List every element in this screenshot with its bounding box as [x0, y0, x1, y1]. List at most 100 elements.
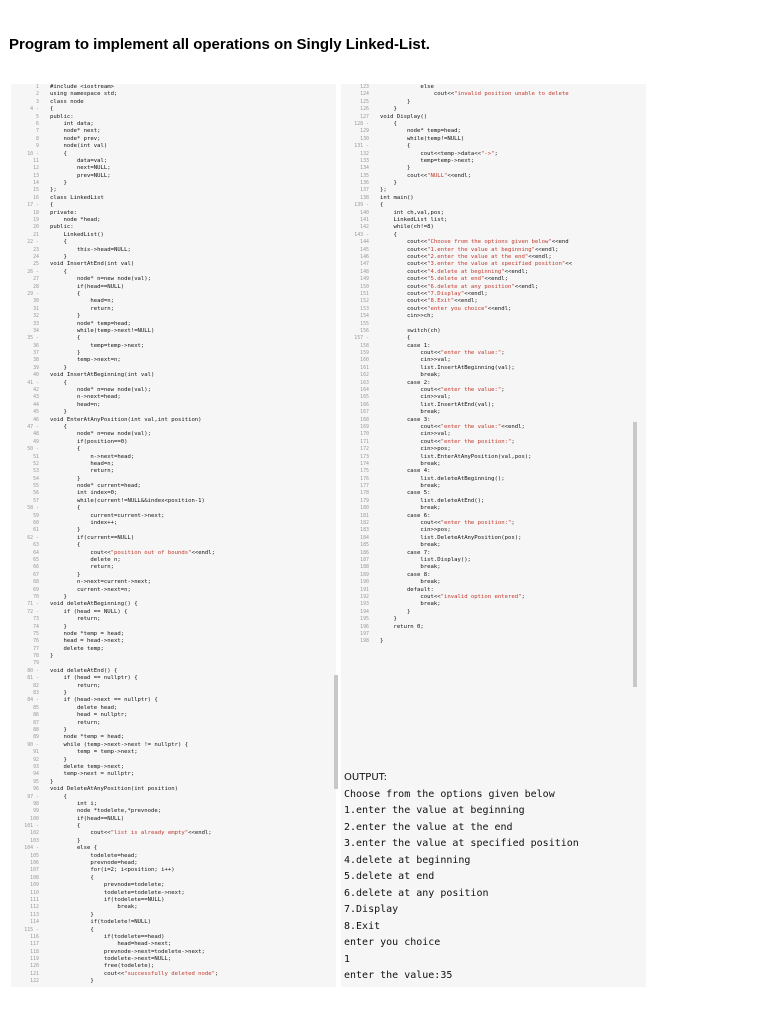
code-line: 158 case 1:: [341, 343, 646, 350]
code-text: }: [50, 653, 54, 660]
code-line: 74 }: [11, 624, 336, 631]
line-number: 148: [360, 268, 369, 275]
line-number: 155: [360, 320, 369, 327]
code-text: cout<<"NULL"<<endl;: [380, 172, 471, 179]
code-text: {: [50, 542, 81, 549]
code-text: {: [50, 379, 67, 386]
code-text: {: [380, 335, 411, 342]
code-line: 70 }: [11, 594, 336, 601]
line-number: 111: [30, 896, 39, 903]
code-text: cout<<"enter the value:";: [380, 350, 505, 357]
code-text: cout<<"7.Display"<<endl;: [380, 290, 488, 297]
code-text: {: [50, 823, 81, 830]
code-line: 150 cout<<"6.delete at any position"<<en…: [341, 284, 646, 291]
code-line: 93 delete temp->next;: [11, 764, 336, 771]
code-text: }: [50, 409, 67, 416]
code-line: 140 int ch,val,pos;: [341, 210, 646, 217]
output-line: 7.Display: [344, 904, 399, 915]
code-line: 87 return;: [11, 720, 336, 727]
code-text: temp=temp->next;: [50, 342, 145, 349]
code-line: 184 list.DeleteAtAnyPosition(pos);: [341, 535, 646, 542]
line-number: 18: [33, 209, 39, 216]
line-number: 160: [360, 357, 369, 364]
code-text: }: [50, 571, 81, 578]
code-line: 163 case 2:: [341, 380, 646, 387]
code-text: {: [50, 268, 67, 275]
code-line: 106 prevnode=head;: [11, 860, 336, 867]
code-text: if(todelete!=NULL): [50, 919, 152, 926]
output-line: enter the value:35: [344, 970, 453, 981]
code-line: 59 current=current->next;: [11, 513, 336, 520]
line-number: 103: [30, 837, 39, 844]
line-number: 61: [33, 527, 39, 534]
code-line: 9 node(int val): [11, 143, 336, 150]
code-text: head = nullptr;: [50, 712, 128, 719]
code-text: case 6:: [380, 512, 431, 519]
code-text: cout<<"enter the value:"<<endl;: [380, 423, 525, 430]
code-text: node *temp = head;: [50, 630, 125, 637]
code-text: #include <iostream>: [50, 84, 114, 90]
line-number: 119: [30, 956, 39, 963]
code-text: {: [50, 202, 54, 209]
code-line: 118 prevnode->next=todelete->next;: [11, 949, 336, 956]
line-number: 124: [360, 91, 369, 98]
code-line: 39 }: [11, 365, 336, 372]
code-text: delete head;: [50, 704, 118, 711]
line-number: 142: [360, 224, 369, 231]
line-number: 8: [36, 135, 39, 142]
code-line: 31 return;: [11, 306, 336, 313]
line-number: 157 -: [354, 335, 369, 342]
line-number: 25: [33, 261, 39, 268]
code-text: [380, 321, 646, 328]
code-line: 52 head=n;: [11, 461, 336, 468]
line-number: 55: [33, 483, 39, 490]
code-line: 15};: [11, 187, 336, 194]
code-text: if(head==NULL): [50, 283, 125, 290]
code-line: 147 cout<<"3.enter the value at specifie…: [341, 261, 646, 268]
line-number: 116: [30, 933, 39, 940]
line-number: 170: [360, 431, 369, 438]
line-number: 161: [360, 364, 369, 371]
line-number: 149: [360, 276, 369, 283]
line-number: 113: [30, 911, 39, 918]
line-number: 43: [33, 394, 39, 401]
code-text: return;: [50, 682, 101, 689]
line-number: 75: [33, 630, 39, 637]
code-text: [380, 631, 646, 638]
line-number: 102: [30, 830, 39, 837]
line-number: 48: [33, 431, 39, 438]
line-number: 12: [33, 165, 39, 172]
line-number: 145: [360, 246, 369, 253]
code-line: 123 else: [341, 84, 646, 91]
code-text: while(ch!=8): [380, 224, 434, 231]
line-number: 87: [33, 719, 39, 726]
code-line: 156 switch(ch): [341, 328, 646, 335]
code-line: 153 cout<<"enter you choice"<<endl;: [341, 306, 646, 313]
code-line: 181 case 6:: [341, 513, 646, 520]
code-line: 17 -{: [11, 202, 336, 209]
code-line: 63 {: [11, 542, 336, 549]
code-line: 24 }: [11, 254, 336, 261]
code-text: node* n=new node(val);: [50, 387, 152, 394]
line-number: 139 -: [354, 202, 369, 209]
line-number: 14: [33, 180, 39, 187]
code-text: cout<<"8.Exit"<<endl;: [380, 298, 478, 305]
line-number: 92: [33, 756, 39, 763]
code-text: break;: [380, 460, 441, 467]
code-text: if(todelete==head): [50, 933, 165, 940]
line-number: 189: [360, 571, 369, 578]
line-number: 143 -: [354, 231, 369, 238]
line-number: 181: [360, 512, 369, 519]
line-number: 182: [360, 520, 369, 527]
code-text: {: [50, 926, 94, 933]
line-number: 10 -: [27, 150, 39, 157]
line-number: 37: [33, 350, 39, 357]
line-number: 13: [33, 172, 39, 179]
line-number: 185: [360, 542, 369, 549]
line-number: 64: [33, 549, 39, 556]
code-text: node* n=new node(val);: [50, 276, 152, 283]
line-number: 62 -: [27, 534, 39, 541]
code-line: 64 cout<<"position out of bounds"<<endl;: [11, 550, 336, 557]
